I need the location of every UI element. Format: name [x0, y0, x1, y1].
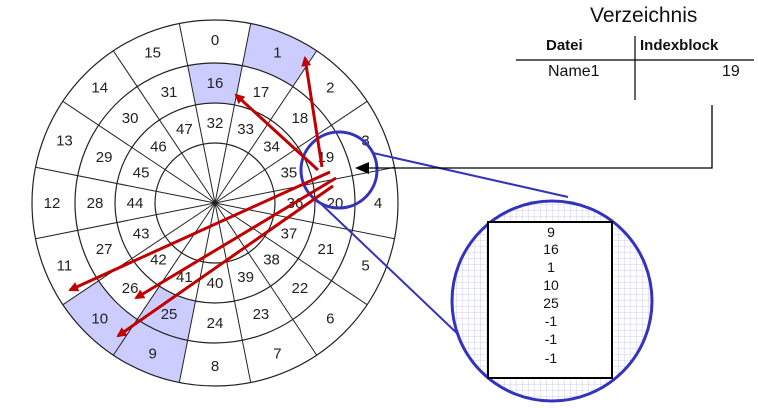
sector-line: [214, 202, 368, 306]
index-entry: -1: [544, 313, 558, 329]
magnifier: [299, 130, 654, 403]
highlighted-sector-1: [242, 23, 317, 87]
directory-header-file: Datei: [546, 37, 583, 54]
sector-label-9: 9: [148, 346, 156, 363]
sector-line: [35, 166, 216, 204]
sector-label-40: 40: [207, 275, 224, 292]
sector-line: [214, 100, 368, 204]
index-entry: 16: [543, 241, 559, 257]
lens-small: [299, 130, 379, 210]
arrow-to-1: [301, 56, 324, 168]
sector-label-1: 1: [273, 44, 281, 61]
index-entry: -1: [544, 331, 558, 347]
sector-label-33: 33: [237, 121, 254, 138]
sector-label-28: 28: [87, 195, 104, 212]
sector-label-37: 37: [281, 226, 298, 243]
index-entry: -1: [544, 350, 558, 366]
sector-lines: [35, 23, 395, 383]
directory-row-file: Name1: [548, 63, 600, 80]
sector-label-21: 21: [318, 241, 335, 258]
highlighted-sector-25: [137, 286, 196, 341]
sector-line: [178, 202, 216, 383]
sector-label-26: 26: [122, 280, 139, 297]
arrow-to-16: [234, 93, 320, 172]
sector-label-35: 35: [281, 164, 298, 181]
index-entry: 1: [547, 259, 555, 275]
sector-label-13: 13: [56, 133, 73, 150]
sector-label-0: 0: [211, 32, 219, 49]
sector-label-43: 43: [133, 226, 150, 243]
sector-label-46: 46: [150, 138, 167, 155]
sector-line: [62, 202, 216, 306]
sector-label-38: 38: [263, 252, 280, 269]
index-entry: 10: [543, 277, 559, 293]
index-entry: 25: [543, 295, 559, 311]
sector-label-47: 47: [176, 121, 193, 138]
index-entry: 9: [547, 224, 555, 240]
sector-line: [62, 100, 216, 204]
sector-label-32: 32: [207, 115, 224, 132]
sector-label-25: 25: [161, 306, 178, 323]
lens-connector-top: [372, 152, 569, 198]
directory-pointer: [355, 105, 713, 174]
sector-line: [214, 202, 252, 383]
sector-label-4: 4: [374, 195, 382, 212]
sector-line: [112, 202, 216, 356]
sector-label-31: 31: [161, 84, 178, 101]
sector-label-6: 6: [326, 310, 334, 327]
sector-line: [214, 202, 395, 240]
sector-label-18: 18: [292, 110, 309, 127]
sector-label-11: 11: [57, 257, 73, 274]
sector-label-29: 29: [96, 149, 113, 166]
directory-title: Verzeichnis: [590, 4, 698, 27]
sector-line: [178, 23, 216, 204]
pointer-arrows: [68, 56, 337, 338]
sector-label-15: 15: [144, 44, 161, 61]
sector-label-30: 30: [122, 110, 139, 127]
sector-label-39: 39: [237, 269, 254, 286]
sector-line: [35, 202, 216, 240]
sector-label-45: 45: [133, 164, 150, 181]
directory-row-block: 19: [722, 63, 740, 80]
sector-label-23: 23: [253, 306, 270, 323]
sector-label-17: 17: [253, 84, 270, 101]
sector-label-27: 27: [96, 241, 113, 258]
sector-label-44: 44: [127, 195, 144, 212]
sector-line: [112, 50, 216, 204]
sector-label-12: 12: [44, 195, 61, 212]
arrow-to-10: [68, 170, 331, 292]
sector-label-34: 34: [263, 138, 280, 155]
index-block-box: [487, 221, 613, 379]
arrow-to-25: [134, 176, 337, 300]
sector-line: [214, 23, 252, 204]
sector-label-22: 22: [292, 280, 309, 297]
highlighted-sectors: [62, 23, 317, 383]
highlighted-sector-16: [187, 63, 243, 105]
sector-label-8: 8: [211, 358, 219, 375]
sector-label-2: 2: [326, 80, 334, 97]
sector-label-7: 7: [273, 346, 281, 363]
highlighted-sector-9: [113, 319, 188, 383]
sector-label-5: 5: [361, 257, 369, 274]
sector-label-10: 10: [91, 310, 108, 327]
directory-header-block: Indexblock: [640, 37, 719, 54]
sector-label-42: 42: [150, 252, 167, 269]
sector-line: [214, 202, 318, 356]
sector-line: [214, 50, 318, 204]
sector-label-16: 16: [207, 75, 224, 92]
directory-table-lines: [516, 36, 754, 100]
arrow-to-9: [116, 184, 334, 338]
disk-rings: [31, 19, 399, 387]
sector-label-14: 14: [91, 80, 108, 97]
sector-label-24: 24: [207, 315, 224, 332]
